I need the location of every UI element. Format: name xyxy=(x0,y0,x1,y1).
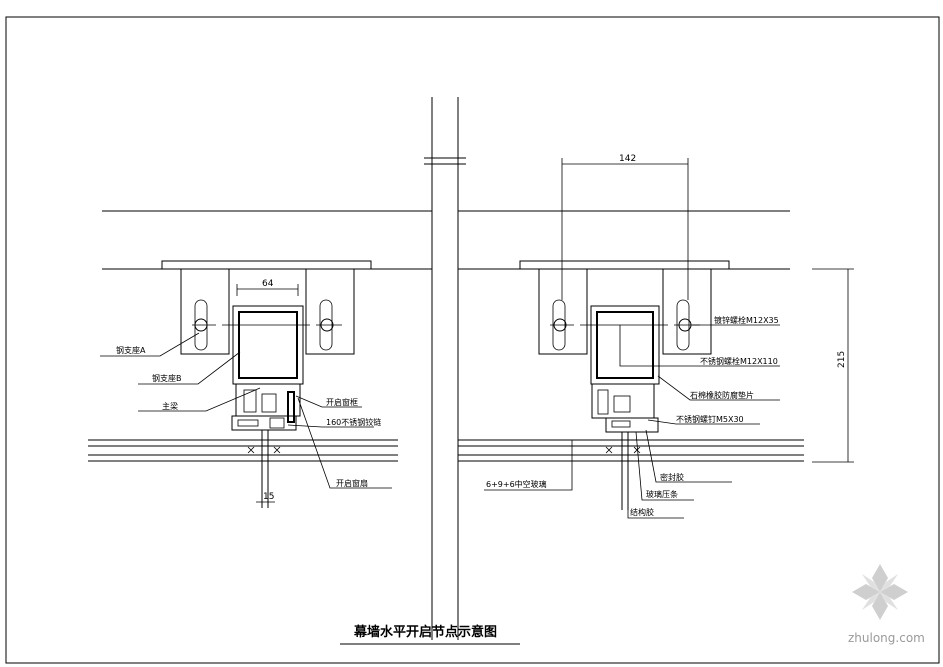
label-strip: 玻璃压条 xyxy=(646,489,678,499)
dim-right-height: 215 xyxy=(837,351,847,368)
label-support-a: 钢支座A xyxy=(116,345,146,355)
label-window-sash: 开启窗扇 xyxy=(336,478,368,488)
floor-slab xyxy=(102,210,790,270)
label-hinge: 160不锈钢铰链 xyxy=(326,417,381,427)
right-detail xyxy=(458,158,854,510)
label-main-mullion: 主梁 xyxy=(162,401,178,411)
label-stainless-bolt: 不锈钢螺栓M12X110 xyxy=(700,356,778,366)
drawing-title: 幕墙水平开启节点示意图 xyxy=(353,624,497,640)
watermark-logo xyxy=(852,564,908,620)
central-column xyxy=(424,97,466,640)
label-structural-glue: 结构胶 xyxy=(630,507,654,517)
dim-right-width: 142 xyxy=(619,154,636,164)
label-window-frame: 开启窗框 xyxy=(326,397,358,407)
drawing-frame xyxy=(5,16,940,664)
label-gasket: 石棉橡胶防腐垫片 xyxy=(690,390,754,400)
label-sealant: 密封胶 xyxy=(660,472,684,482)
dim-left-gap: 15 xyxy=(263,492,274,502)
dim-left-width: 64 xyxy=(262,279,274,289)
watermark-text: zhulong.com xyxy=(848,631,925,645)
label-glass: 6+9+6中空玻璃 xyxy=(486,479,547,489)
label-support-b: 钢支座B xyxy=(152,373,182,383)
label-bolt: 镀锌螺栓M12X35 xyxy=(714,315,779,325)
label-screw: 不锈钢螺钉M5X30 xyxy=(676,414,744,424)
left-leaders xyxy=(100,332,392,489)
right-leaders xyxy=(484,324,780,519)
left-detail xyxy=(88,260,398,508)
